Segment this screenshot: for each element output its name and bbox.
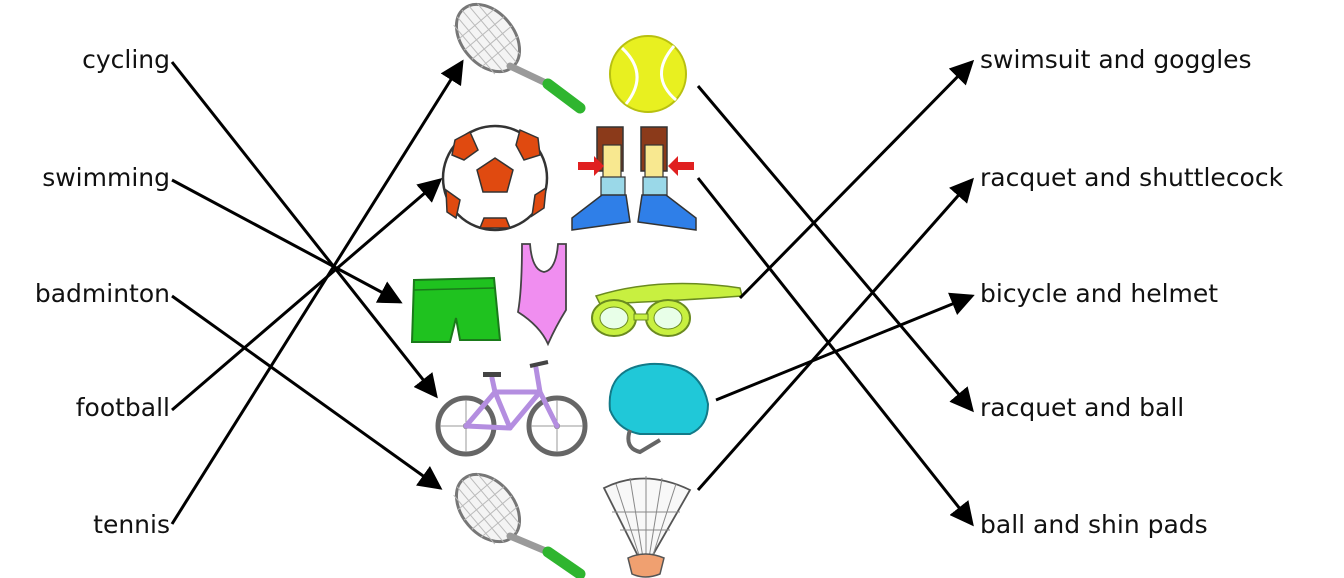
arrow-shin-pads-to-ball-and-shin-pads bbox=[698, 178, 972, 524]
arrow-football-to-ball bbox=[172, 180, 440, 410]
arrow-swimming-to-trunks bbox=[172, 180, 400, 302]
arrow-shuttlecock-to-racquet-and-shuttlecock bbox=[698, 180, 972, 490]
arrow-tennis-to-racquet bbox=[172, 62, 462, 524]
arrow-goggles-to-swimsuit-and-goggles bbox=[740, 62, 972, 298]
arrow-cycling-to-bicycle bbox=[172, 62, 436, 396]
arrow-helmet-to-bicycle-and-helmet bbox=[716, 296, 972, 400]
arrow-tennis-ball-to-racquet-and-ball bbox=[698, 86, 972, 410]
